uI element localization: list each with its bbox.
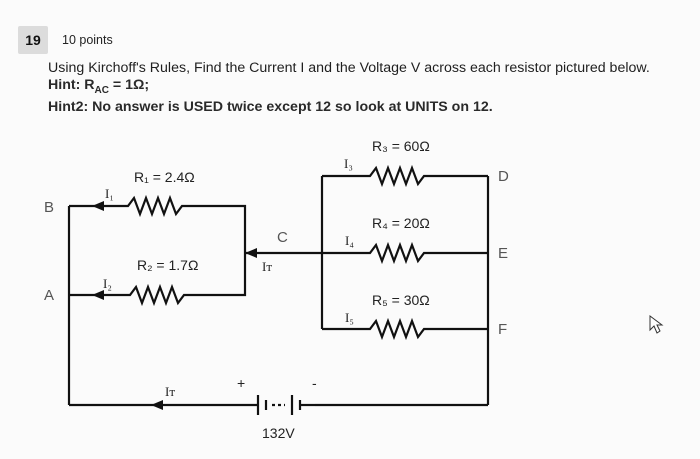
it-arrow-mid-icon <box>245 248 257 258</box>
resistor-label-r1: R₁ = 2.4Ω <box>134 169 195 185</box>
it-arrow-bottom-icon <box>151 400 163 410</box>
hint-1: Hint: RAC = 1Ω; <box>48 77 688 99</box>
node-label-c: C <box>277 229 288 246</box>
resistor-label-r4: R₄ = 20Ω <box>372 215 430 231</box>
hint-1-subscript: AC <box>94 84 109 96</box>
current-label-i1: I₁ <box>105 186 114 201</box>
current-label-it-bottom: Iᴛ <box>165 384 175 399</box>
resistor-label-r3: R₃ = 60Ω <box>372 138 430 154</box>
wire-b-branch <box>69 194 247 253</box>
resistor-label-r2: R₂ = 1.7Ω <box>137 257 198 273</box>
current-label-it-mid: Iᴛ <box>262 259 272 274</box>
hint-1-prefix: Hint: R <box>48 77 95 93</box>
question-number: 19 <box>18 26 48 54</box>
node-label-f: F <box>498 321 507 338</box>
node-label-e: E <box>498 245 508 262</box>
hint-1-suffix: = 1Ω; <box>108 77 150 93</box>
wire-r4-branch <box>322 241 488 265</box>
current-label-i4: I₄ <box>345 233 354 248</box>
node-label-d: D <box>498 168 509 185</box>
battery-voltage-label: 132V <box>262 425 295 441</box>
resistor-label-r5: R₅ = 30Ω <box>372 292 430 308</box>
question-text: Using Kirchoff's Rules, Find the Current… <box>48 60 650 76</box>
wire-r3-branch <box>322 164 488 188</box>
question-prompt: Using Kirchoff's Rules, Find the Current… <box>48 60 688 116</box>
current-label-i5: I₅ <box>345 310 354 325</box>
i2-arrow-icon <box>92 290 104 300</box>
question-points: 10 points <box>62 33 113 47</box>
wire-a-branch <box>69 253 247 307</box>
i1-arrow-icon <box>92 201 104 211</box>
cursor-icon <box>649 315 664 334</box>
hint-2: Hint2: No answer is USED twice except 12… <box>48 98 493 115</box>
node-label-a: A <box>44 287 54 304</box>
current-label-i3: I₃ <box>344 156 353 171</box>
battery-minus-sign: - <box>312 375 317 391</box>
node-label-b: B <box>44 199 54 216</box>
battery-plus-sign: + <box>237 375 245 391</box>
wire-r5-branch <box>322 317 488 341</box>
current-label-i2: I₂ <box>103 276 112 291</box>
